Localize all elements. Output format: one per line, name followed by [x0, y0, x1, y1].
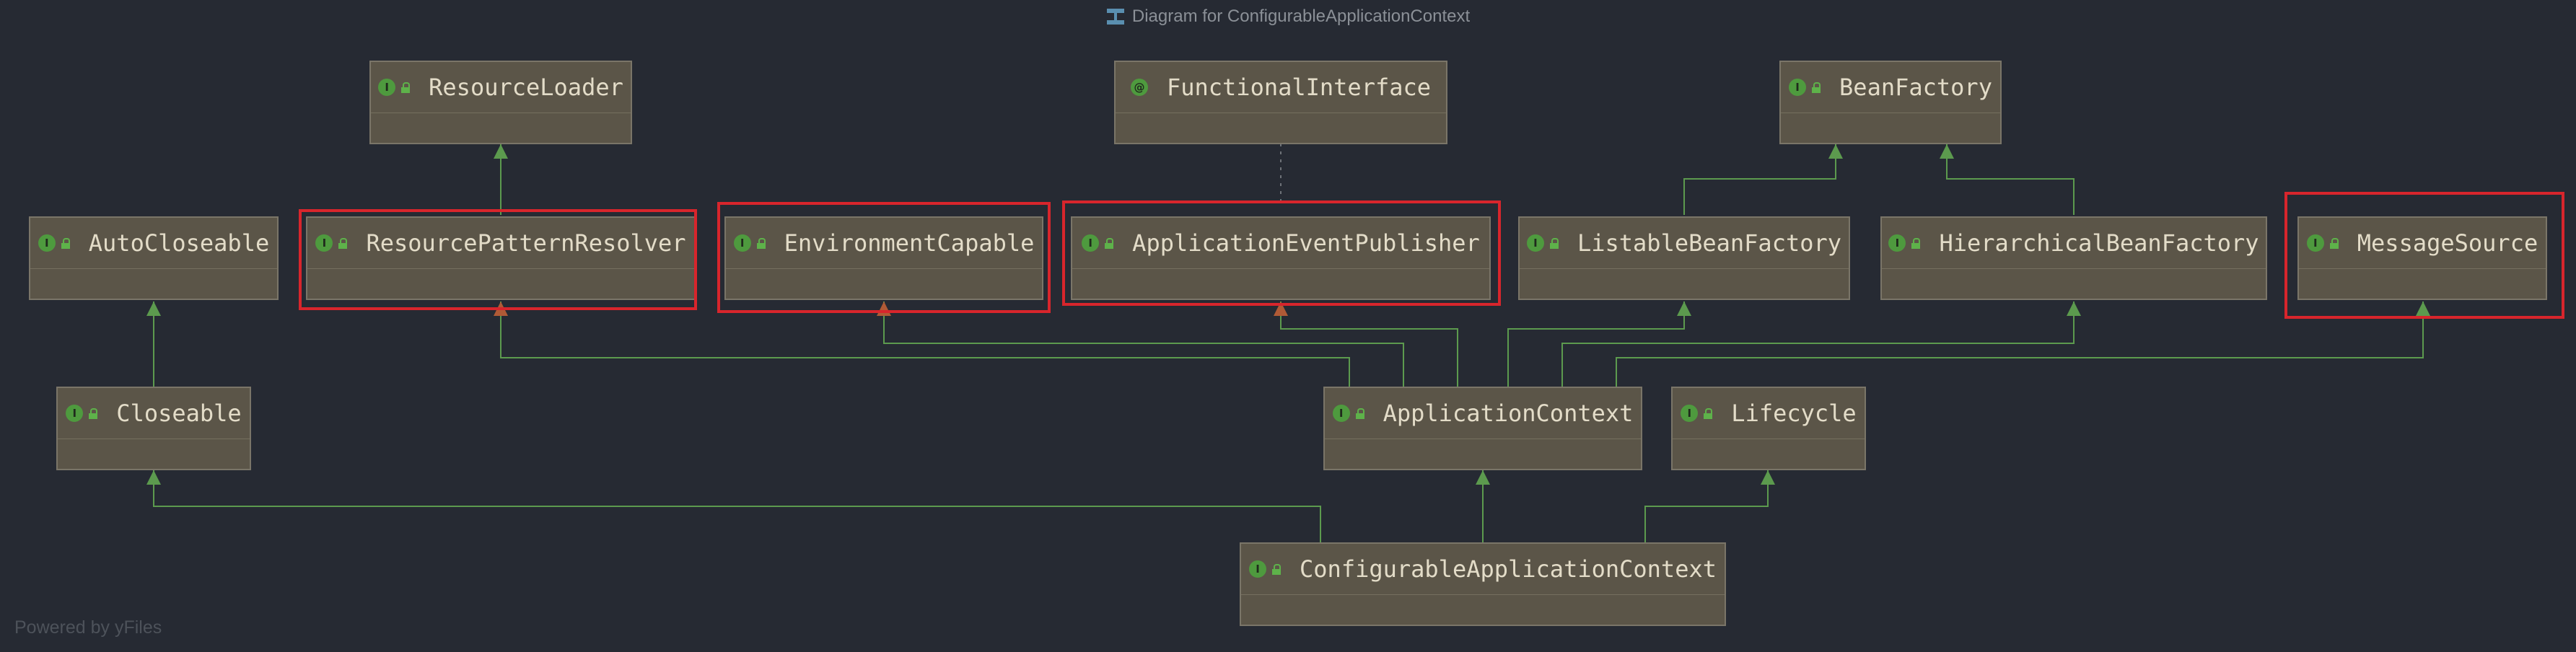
highlight-environment-capable [717, 202, 1051, 313]
arrowhead [1828, 144, 1843, 159]
lock-icon [61, 237, 70, 249]
node-application-event-publisher[interactable]: I ApplicationEventPublisher [1071, 216, 1491, 300]
edge-listable-to-bean-factory [1683, 144, 1836, 215]
lock-icon [1911, 237, 1921, 249]
node-label: ApplicationEventPublisher [1132, 229, 1480, 257]
arrowhead [1274, 301, 1288, 316]
interface-icon: I [1888, 234, 1906, 252]
edge-app-context-to-resource-pattern-resolver [500, 301, 1350, 387]
interface-icon: I [1082, 234, 1100, 252]
arrowhead [1761, 470, 1775, 485]
node-label: Lifecycle [1731, 400, 1857, 427]
lock-icon [756, 237, 766, 249]
node-listable-bean-factory[interactable]: I ListableBeanFactory [1518, 216, 1850, 300]
node-label: BeanFactory [1839, 74, 1992, 101]
node-configurable-application-context[interactable]: I ConfigurableApplicationContext [1240, 542, 1726, 626]
node-label: ResourceLoader [429, 74, 623, 101]
lock-icon [1704, 408, 1713, 419]
interface-icon: I [1526, 234, 1544, 252]
arrowhead [1476, 470, 1490, 485]
lock-icon [1812, 82, 1821, 93]
edge-app-context-to-environment-capable [883, 301, 1404, 387]
node-resource-pattern-resolver[interactable]: I ResourcePatternResolver [306, 216, 696, 300]
divider [726, 268, 1042, 269]
divider [1520, 268, 1849, 269]
divider [1241, 594, 1725, 595]
arrowhead [146, 301, 161, 316]
node-label: EnvironmentCapable [784, 229, 1035, 257]
edge-configurable-to-closeable [153, 470, 1321, 542]
lock-icon [1272, 563, 1282, 575]
highlight-message-source [2284, 192, 2564, 319]
divider [2299, 268, 2546, 269]
lock-icon [2329, 237, 2339, 249]
interface-icon: I [38, 234, 56, 252]
highlight-application-event-publisher [1062, 201, 1501, 306]
node-label: ResourcePatternResolver [366, 229, 686, 257]
node-label: AutoCloseable [88, 229, 270, 257]
lock-icon [1355, 408, 1364, 419]
arrowhead [2067, 301, 2081, 316]
diagram-title: Diagram for ConfigurableApplicationConte… [0, 4, 2576, 29]
interface-icon: I [1681, 405, 1699, 422]
node-label: ConfigurableApplicationContext [1300, 555, 1717, 583]
interface-icon: I [1249, 560, 1267, 578]
diagram-icon [1106, 9, 1124, 25]
interface-icon: I [1332, 405, 1350, 422]
node-functional-interface[interactable]: @ FunctionalInterface [1114, 61, 1447, 144]
lock-icon [89, 408, 98, 419]
highlight-resource-pattern-resolver [299, 209, 697, 310]
node-application-context[interactable]: I ApplicationContext [1323, 387, 1642, 470]
divider [307, 268, 694, 269]
arrowhead [2416, 301, 2430, 316]
node-bean-factory[interactable]: I BeanFactory [1779, 61, 2002, 144]
node-label: Closeable [116, 400, 242, 427]
powered-by-footer: Powered by yFiles [14, 617, 162, 638]
node-resource-loader[interactable]: I ResourceLoader [369, 61, 632, 144]
node-hierarchical-bean-factory[interactable]: I HierarchicalBeanFactory [1880, 216, 2267, 300]
node-label: ApplicationContext [1383, 400, 1634, 427]
divider [1882, 268, 2266, 269]
interface-icon: I [1789, 79, 1807, 96]
arrowhead [146, 470, 161, 485]
edge-hierarchical-to-bean-factory [1946, 144, 2075, 215]
node-closeable[interactable]: I Closeable [56, 387, 251, 470]
node-lifecycle[interactable]: I Lifecycle [1671, 387, 1866, 470]
node-message-source[interactable]: I MessageSource [2297, 216, 2547, 300]
arrowhead [1677, 301, 1691, 316]
lock-icon [338, 237, 348, 249]
node-label: HierarchicalBeanFactory [1939, 229, 2259, 257]
interface-icon: I [378, 79, 396, 96]
lock-icon [1105, 237, 1114, 249]
arrowhead [494, 144, 508, 159]
interface-icon: I [66, 405, 84, 422]
edge-configurable-to-lifecycle [1644, 470, 1769, 542]
node-label: ListableBeanFactory [1577, 229, 1842, 257]
interface-icon: I [2306, 234, 2324, 252]
edge-app-context-to-hierarchical-bean-factory [1561, 301, 2075, 387]
node-label: MessageSource [2357, 229, 2538, 257]
diagram-title-text: Diagram for ConfigurableApplicationConte… [1131, 6, 1471, 26]
lock-icon [401, 82, 411, 93]
divider [1072, 268, 1489, 269]
lock-icon [1549, 237, 1559, 249]
interface-icon: I [733, 234, 751, 252]
divider [30, 268, 277, 269]
interface-icon: I [315, 234, 333, 252]
node-label: FunctionalInterface [1166, 74, 1432, 101]
annotation-icon: @ [1130, 79, 1148, 96]
edge-app-context-to-message-source [1616, 301, 2424, 387]
arrowhead [1940, 144, 1954, 159]
node-auto-closeable[interactable]: I AutoCloseable [29, 216, 279, 300]
node-environment-capable[interactable]: I EnvironmentCapable [724, 216, 1043, 300]
